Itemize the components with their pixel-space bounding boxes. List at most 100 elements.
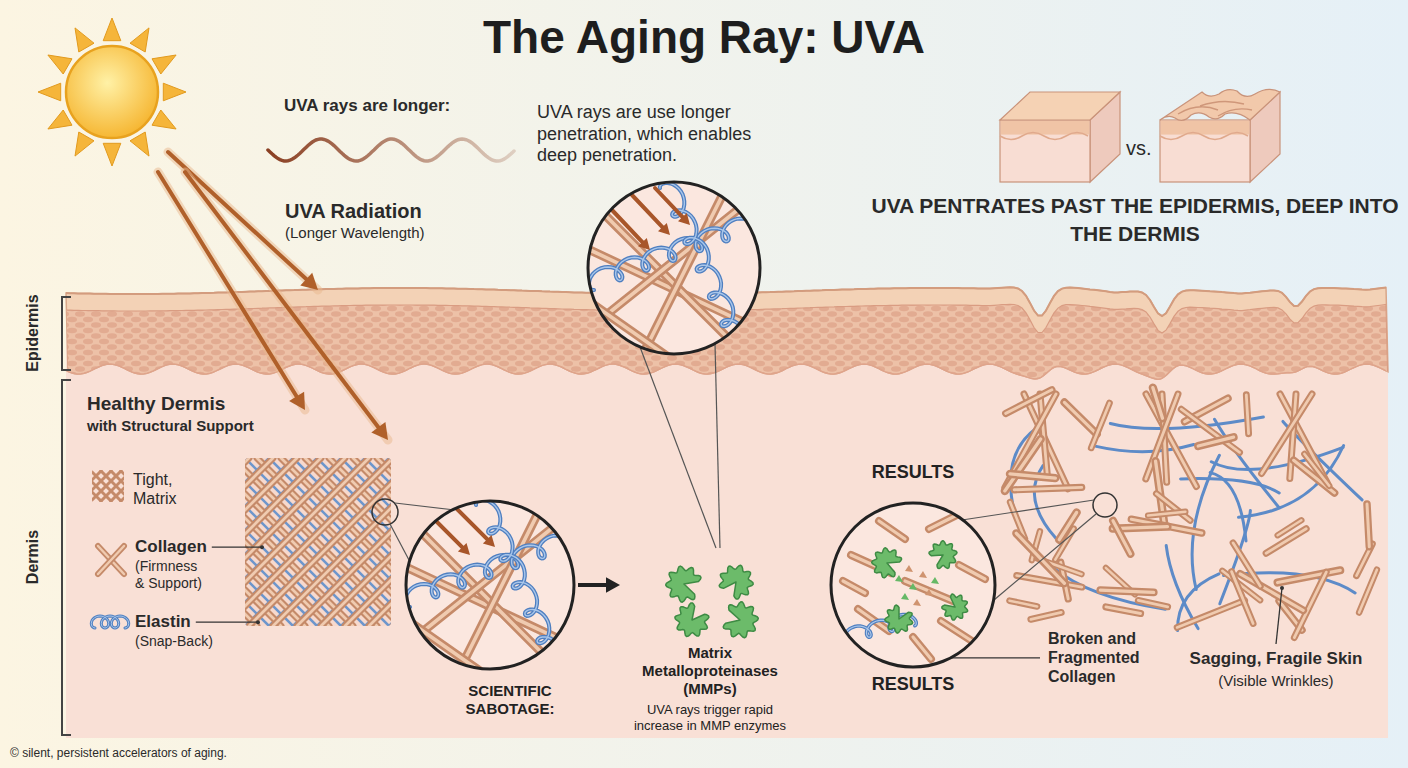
fragment	[909, 583, 917, 590]
mmp-enzyme	[929, 541, 957, 569]
collagen-fiber-highlight	[959, 565, 985, 579]
collagen-fiber	[1106, 607, 1141, 614]
uv-arrow-head	[483, 535, 495, 547]
epidermis-base	[66, 364, 1386, 379]
collagen-fiber	[1113, 521, 1131, 554]
connector-head	[606, 577, 620, 592]
block-front	[1000, 120, 1090, 182]
zoom-circle-fill	[588, 182, 760, 354]
uv-arrow	[455, 507, 488, 540]
block-layer-line	[1160, 133, 1248, 140]
collagen-fiber-highlight	[1177, 600, 1245, 627]
sun-ray	[163, 83, 186, 101]
mmp-enzyme	[723, 602, 758, 638]
collagen-fiber-highlight	[1010, 474, 1055, 478]
annotation-label: Dermis	[23, 530, 42, 584]
sun-ray	[152, 110, 176, 129]
collagen-fiber-highlight	[1278, 520, 1302, 535]
node-text: UVA rays trigger rapid increase in MMP e…	[625, 702, 795, 733]
collagen-fiber	[98, 546, 124, 574]
leader-line	[952, 657, 1040, 658]
collagen-fiber-highlight	[1091, 403, 1109, 448]
collagen-fiber-highlight	[1006, 390, 1052, 414]
leader-line	[1276, 588, 1282, 644]
node-text: RESULTS	[820, 674, 1006, 696]
annotation-label: UVA PENTRATES PAST THE EPIDERMIS, DEEP I…	[870, 192, 1400, 249]
icon-line	[120, 470, 124, 502]
uv-arrow	[655, 188, 683, 218]
uv-arrow-head	[458, 543, 470, 555]
title: The Aging Ray: UVA	[0, 10, 1408, 65]
collagen-fiber	[1100, 590, 1153, 592]
uv-arrow	[632, 195, 663, 228]
collagen-fiber	[1153, 388, 1163, 419]
annotation-label: vs.	[1126, 136, 1152, 160]
uva-arrow-head	[371, 422, 388, 440]
collagen-fiber-highlight	[1005, 439, 1041, 491]
connector-line	[578, 583, 607, 587]
collagen-fiber	[1055, 529, 1073, 560]
fragment	[925, 589, 933, 596]
annotation-label: UVA Radiation	[285, 199, 422, 223]
uva-glow	[158, 172, 305, 410]
fragment	[919, 571, 927, 578]
annotation-label: Epidermis	[23, 294, 42, 371]
collagen-fiber-highlight	[1278, 570, 1341, 582]
annotation-label: Broken and Fragmented Collagen	[1045, 628, 1163, 688]
collagen-fiber	[1278, 570, 1341, 582]
collagen-fiber	[1240, 574, 1303, 610]
collagen-fiber-highlight	[1106, 607, 1141, 614]
collagen-fiber-highlight	[1262, 394, 1312, 474]
annotation-label: Collagen	[135, 537, 207, 557]
collagen-fiber-highlight	[369, 458, 391, 626]
node-text: RESULTS	[820, 462, 1006, 484]
collagen-fiber	[913, 637, 931, 659]
zoom-content	[584, 180, 760, 368]
sun-ray	[48, 110, 72, 129]
sun-ray	[130, 28, 149, 52]
collagen-fiber	[345, 458, 391, 626]
zoom-content	[843, 515, 985, 659]
collagen-fiber-highlight	[1138, 600, 1168, 607]
icon-line	[110, 470, 124, 502]
leader-dot	[260, 545, 264, 549]
collagen-fiber	[1006, 390, 1052, 414]
annotation-label: Sagging, Fragile Skin	[1187, 648, 1366, 670]
zoom-line	[994, 514, 1096, 600]
zoom-circle-outline	[588, 182, 760, 354]
sun-ray	[130, 132, 149, 156]
zoom-line	[395, 503, 455, 510]
collagen-fiber-highlight	[843, 581, 865, 593]
collagen-fiber	[1014, 487, 1081, 489]
collagen-fiber-highlight	[1014, 487, 1081, 489]
uv-arrow-head	[658, 223, 670, 235]
dermis	[66, 330, 1388, 738]
zoom-line	[390, 524, 409, 560]
collagen-fiber	[1148, 512, 1185, 516]
collagen-fiber	[1017, 576, 1082, 588]
block-top	[1000, 92, 1120, 120]
elastin-fiber	[405, 535, 571, 607]
elastin-fiber-highlight	[405, 535, 571, 607]
block-front	[1160, 120, 1250, 182]
sun-ray	[103, 18, 121, 41]
icon-line	[120, 470, 124, 502]
collagen-fiber-highlight	[1148, 512, 1185, 516]
sun-ray	[38, 83, 61, 101]
elastin-fiber	[1192, 455, 1219, 589]
collagen-fiber-highlight	[1367, 504, 1369, 547]
collagen-fiber	[321, 458, 391, 626]
wavelength-icon	[268, 139, 514, 161]
uva-arrow-head	[300, 273, 318, 290]
sun	[38, 18, 186, 166]
collagen-fiber	[1367, 504, 1369, 547]
zoom-line	[715, 344, 720, 548]
icon-line	[100, 470, 124, 502]
annotation-label: © silent, persistent accelerators of agi…	[10, 746, 227, 760]
collagen-fiber-highlight	[1100, 590, 1153, 592]
collagen-fiber	[1304, 454, 1329, 486]
collagen-fiber-highlight	[1113, 521, 1131, 554]
uv-arrow-head	[678, 213, 690, 225]
matrix-icon	[92, 470, 124, 502]
